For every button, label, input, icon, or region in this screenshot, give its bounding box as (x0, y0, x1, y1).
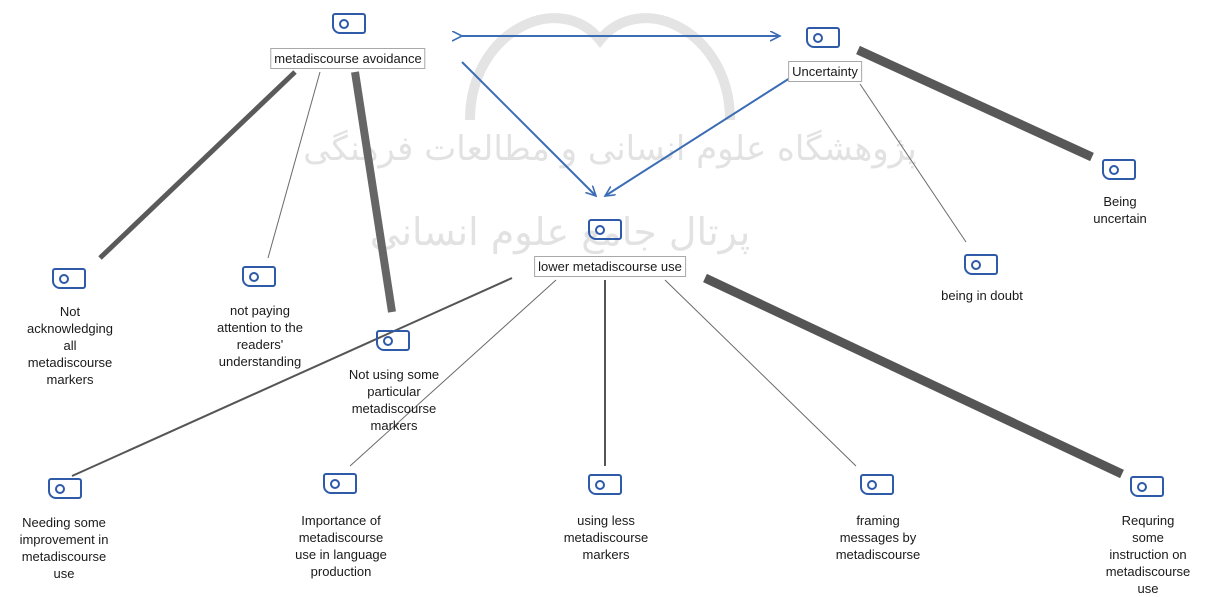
code-icon (52, 268, 86, 289)
code-icon (806, 27, 840, 48)
node-line: markers (370, 418, 418, 433)
node-line: Needing some (22, 515, 106, 530)
node-line: use (53, 566, 75, 581)
node-line: metadiscourse (1105, 564, 1191, 579)
node-line: messages by (839, 530, 917, 545)
code-icon (1130, 476, 1164, 497)
code-icon (323, 473, 357, 494)
node-line: attention to the (216, 320, 304, 335)
code-icon (332, 13, 366, 34)
node-line: instruction on (1109, 547, 1187, 562)
node-requiring-instruction[interactable]: Requring some instruction on metadiscour… (1106, 512, 1191, 597)
node-line: particular (367, 384, 421, 399)
code-icon (588, 474, 622, 495)
node-not-acknowledging[interactable]: Not acknowledging all metadiscourse mark… (27, 303, 113, 388)
node-line: using less (577, 513, 635, 528)
node-using-less[interactable]: using less metadiscourse markers (564, 512, 649, 563)
node-uncertainty[interactable]: Uncertainty (788, 61, 862, 82)
link-lower-use-requiring (703, 273, 1124, 479)
relation-arrow-avoidance-lower-use (461, 61, 596, 196)
code-icon (964, 254, 998, 275)
node-line: metadiscourse (351, 401, 437, 416)
node-line: metadiscourse (835, 547, 921, 562)
node-importance-of[interactable]: Importance of metadiscourse use in langu… (295, 512, 387, 580)
node-lower-metadiscourse-use[interactable]: lower metadiscourse use (534, 256, 686, 277)
node-being-uncertain[interactable]: Being uncertain (1093, 194, 1147, 226)
node-line: all (63, 338, 77, 353)
code-icon (376, 330, 410, 351)
node-not-paying-attention[interactable]: not paying attention to the readers' und… (217, 302, 303, 370)
node-line: use in language (295, 547, 387, 562)
node-line: improvement in (19, 532, 109, 547)
code-icon (860, 474, 894, 495)
link-lower-use-framing (664, 279, 857, 467)
relation-arrow-uncertainty-lower-use (605, 77, 791, 196)
link-uncertainty-being-in-doubt (859, 83, 967, 243)
code-icon (1102, 159, 1136, 180)
node-line: framing (856, 513, 900, 528)
link-lower-use-needing (71, 277, 513, 477)
link-uncertainty-being-uncertain (856, 45, 1094, 162)
link-lower-use-importance (349, 279, 557, 467)
link-avoidance-not-paying (267, 71, 321, 259)
node-line: metadiscourse (27, 355, 113, 370)
node-line: Not using some (348, 367, 440, 382)
node-line: use (1137, 581, 1159, 596)
node-line: metadiscourse (298, 530, 384, 545)
link-avoidance-not-acknowledging (98, 70, 297, 260)
node-needing-improvement[interactable]: Needing some improvement in metadiscours… (20, 514, 109, 582)
node-not-using-some[interactable]: Not using some particular metadiscourse … (349, 366, 439, 434)
node-line: Not (59, 304, 81, 319)
node-line: markers (46, 372, 94, 387)
code-icon (242, 266, 276, 287)
node-line: acknowledging (26, 321, 114, 336)
link-avoidance-not-using (351, 71, 396, 313)
node-line: understanding (218, 354, 302, 369)
node-being-in-doubt[interactable]: being in doubt (941, 288, 1023, 303)
node-line: not paying (229, 303, 290, 318)
node-line: metadiscourse (21, 549, 107, 564)
watermark-line2: پرتال جامع علوم انسانی (370, 210, 750, 255)
node-line: production (310, 564, 372, 579)
node-line: readers' (236, 337, 284, 352)
node-line: markers (582, 547, 630, 562)
node-line: Importance of (301, 513, 381, 528)
code-icon (588, 219, 622, 240)
node-line: metadiscourse (563, 530, 649, 545)
node-framing-messages[interactable]: framing messages by metadiscourse (836, 512, 921, 563)
code-icon (48, 478, 82, 499)
watermark-line1: پژوهشگاه علوم انسانی و مطالعات فرهنگی (303, 129, 917, 169)
node-line: Requring some (1121, 513, 1175, 545)
node-metadiscourse-avoidance[interactable]: metadiscourse avoidance (270, 48, 426, 69)
